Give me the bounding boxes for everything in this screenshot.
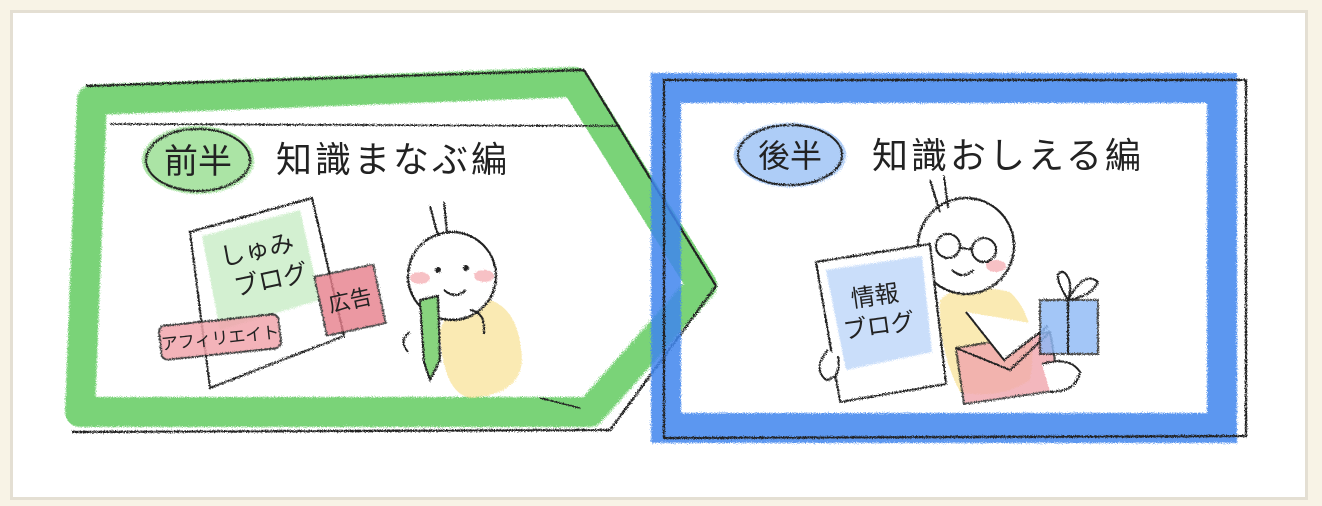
ad-note bbox=[313, 263, 387, 337]
second-half-badge-label: 後半 bbox=[758, 137, 822, 175]
blue-box-outline bbox=[662, 78, 1248, 440]
first-half-badge bbox=[142, 126, 254, 194]
right-panel-title: 知識おしえる編 bbox=[872, 136, 1144, 177]
info-blog-text-line1: 情報 bbox=[849, 279, 900, 313]
learning-character bbox=[402, 201, 522, 398]
green-arrow-inner-line bbox=[109, 123, 621, 409]
pencil-icon bbox=[418, 294, 442, 383]
left-panel-title: 知識まなぶ編 bbox=[276, 140, 510, 181]
green-arrow-band bbox=[65, 67, 717, 427]
second-half-badge bbox=[734, 123, 846, 187]
blue-box-band bbox=[651, 73, 1237, 443]
right-panel: 後半 知識おしえる編 情報 ブログ bbox=[651, 73, 1248, 443]
left-panel: 前半 知識まなぶ編 しゅみ ブログ アフィリエイト 広告 bbox=[65, 67, 718, 434]
first-half-badge-label: 前半 bbox=[164, 142, 232, 182]
green-arrow-outline bbox=[71, 68, 718, 434]
gift-box-icon bbox=[1039, 270, 1100, 393]
affiliate-tag bbox=[158, 313, 282, 361]
